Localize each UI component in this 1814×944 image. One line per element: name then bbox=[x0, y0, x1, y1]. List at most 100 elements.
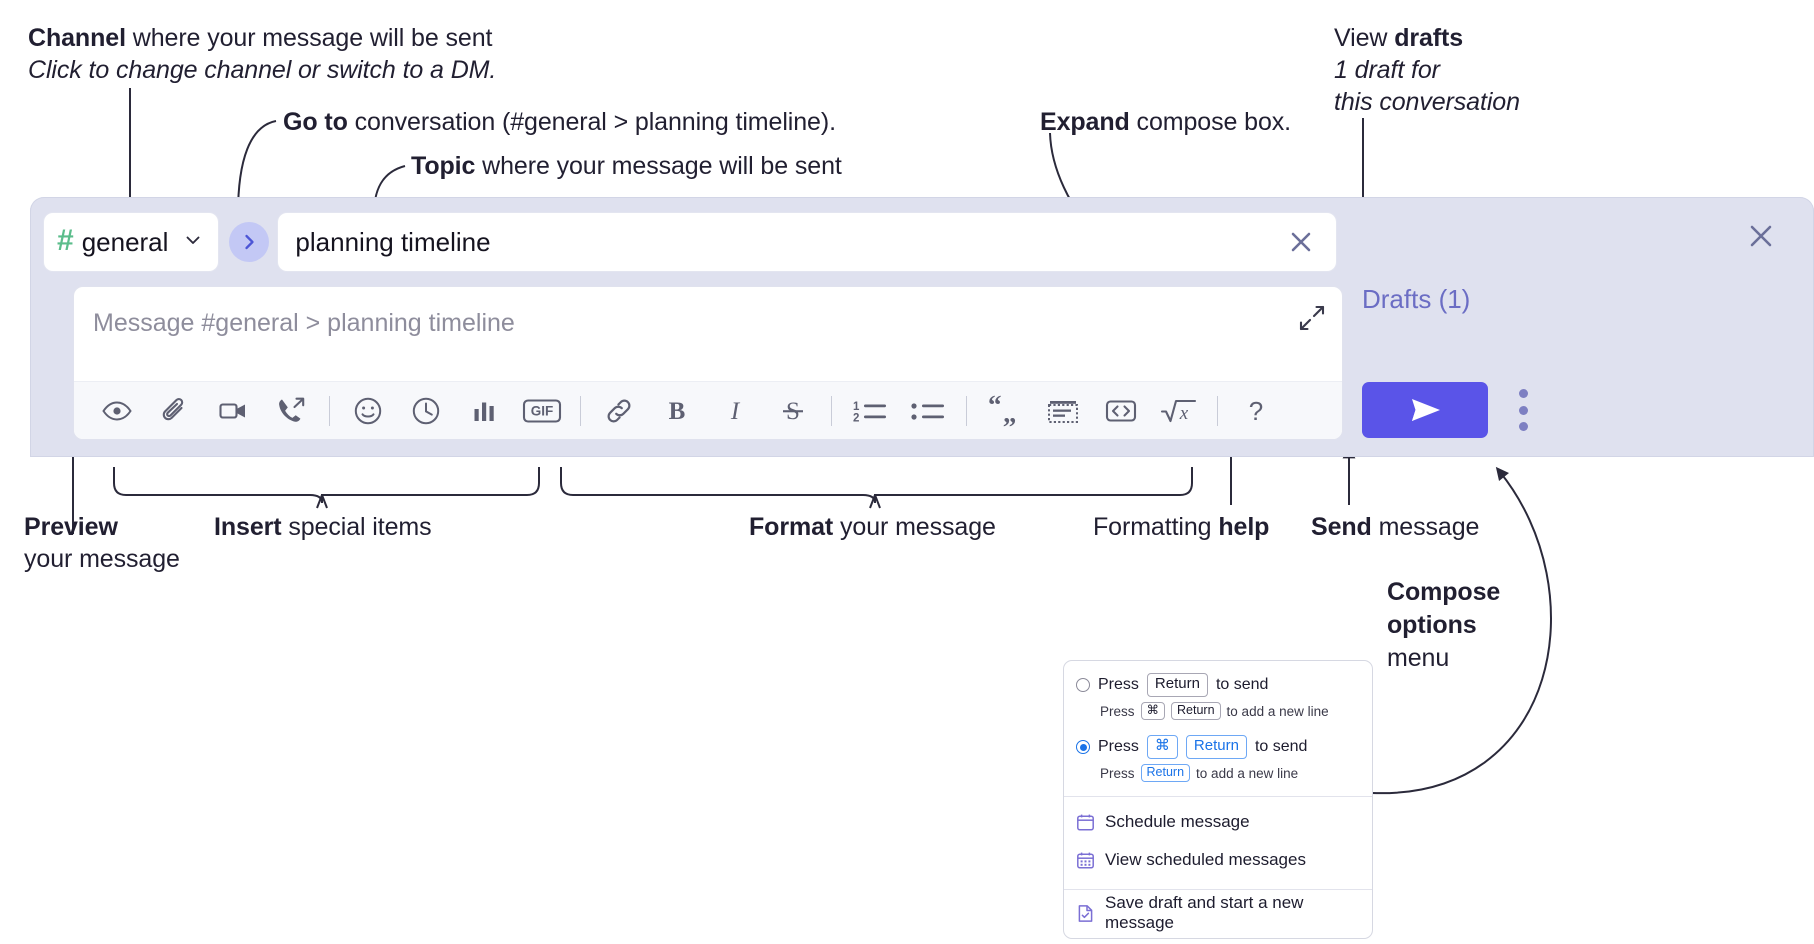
link-icon bbox=[607, 399, 631, 422]
expand-compose-button[interactable] bbox=[1297, 303, 1327, 333]
svg-text:GIF: GIF bbox=[531, 403, 554, 418]
annotation-topic-rest: where your message will be sent bbox=[475, 152, 842, 180]
code-block-icon bbox=[1048, 400, 1078, 423]
gif-icon: GIF bbox=[522, 398, 562, 423]
menu-option2-press: Press bbox=[1098, 738, 1139, 755]
italic-icon: I bbox=[730, 398, 741, 425]
goto-conversation-button[interactable] bbox=[229, 222, 270, 262]
attachment-paperclip-icon bbox=[162, 397, 184, 420]
menu-option2-subpress: Press bbox=[1100, 765, 1135, 781]
annotation-channel: Channel where your message will be sent … bbox=[28, 22, 496, 86]
channel-name-label: general bbox=[81, 226, 169, 257]
svg-text:B: B bbox=[669, 398, 686, 425]
annotation-format: Format your message bbox=[749, 511, 996, 543]
annotation-preview-bold: Preview bbox=[24, 513, 118, 541]
topic-value: planning timeline bbox=[295, 226, 491, 257]
preview-button[interactable] bbox=[88, 382, 146, 440]
annotation-send: Send message bbox=[1311, 511, 1479, 543]
bulleted-list-button[interactable] bbox=[899, 382, 957, 440]
gif-button[interactable]: GIF bbox=[513, 382, 571, 440]
menu-item-label: Schedule message bbox=[1105, 812, 1250, 831]
menu-item-view-scheduled-messages[interactable]: View scheduled messages bbox=[1064, 841, 1372, 879]
blockquote-icon: “ „ bbox=[988, 395, 1017, 427]
link-button[interactable] bbox=[590, 382, 648, 440]
bar-chart-icon bbox=[474, 402, 494, 421]
topic-clear-button[interactable] bbox=[1284, 225, 1318, 259]
menu-item-label: Save draft and start a new message bbox=[1105, 893, 1304, 932]
ordered-list-icon: 1 2 bbox=[853, 401, 886, 424]
menu-item-label: View scheduled messages bbox=[1105, 850, 1306, 869]
inline-code-button[interactable] bbox=[1092, 382, 1150, 440]
menu-radio-cmd-return-to-send[interactable]: Press ⌘ Return to send bbox=[1064, 734, 1372, 760]
annotation-channel-rest: where your message will be sent bbox=[125, 24, 493, 52]
compose-options-button[interactable] bbox=[1509, 389, 1537, 431]
annotation-expand-rest: compose box. bbox=[1129, 108, 1292, 136]
compose-panel: # general planning timeline Message #gen… bbox=[30, 197, 1814, 457]
ordered-list-button[interactable]: 1 2 bbox=[841, 382, 899, 440]
chevron-right-icon bbox=[245, 234, 255, 250]
menu-radio-return-to-send[interactable]: Press Return to send bbox=[1064, 672, 1372, 698]
compose-header-row: # general planning timeline bbox=[44, 213, 1337, 271]
toolbar-divider bbox=[329, 395, 330, 426]
bold-button[interactable]: B bbox=[648, 382, 706, 440]
schedule-button[interactable] bbox=[397, 382, 455, 440]
menu-option1-subpress: Press bbox=[1100, 703, 1135, 719]
annotation-formatting-help-pre: Formatting bbox=[1093, 513, 1219, 541]
key-command: ⌘ bbox=[1146, 735, 1178, 759]
menu-divider bbox=[1064, 889, 1372, 890]
italic-button[interactable]: I bbox=[706, 382, 764, 440]
annotation-drafts-pre: View bbox=[1334, 24, 1395, 52]
key-return: Return bbox=[1171, 701, 1221, 721]
code-block-button[interactable] bbox=[1034, 382, 1092, 440]
menu-item-save-draft[interactable]: Save draft and start a new message bbox=[1064, 893, 1372, 932]
annotation-drafts-sub2: this conversation bbox=[1334, 88, 1520, 116]
menu-option1-subtail: to add a new line bbox=[1226, 703, 1329, 719]
toolbar-divider bbox=[1217, 395, 1218, 426]
emoji-smiley-icon bbox=[354, 397, 382, 424]
annotation-compose-options-bold1: Compose bbox=[1387, 578, 1501, 606]
annotation-channel-bold: Channel bbox=[28, 24, 126, 52]
video-camera-icon bbox=[219, 402, 245, 419]
toolbar-divider bbox=[966, 395, 967, 426]
drafts-link[interactable]: Drafts (1) bbox=[1362, 284, 1471, 314]
blockquote-button[interactable]: “ „ bbox=[976, 382, 1034, 440]
svg-text:„: „ bbox=[1003, 398, 1017, 427]
bulleted-list-icon bbox=[911, 402, 944, 420]
annotation-topic-bold: Topic bbox=[411, 152, 476, 180]
send-paperplane-icon bbox=[1412, 399, 1440, 421]
close-icon bbox=[1292, 232, 1311, 252]
formatting-help-button[interactable]: ? bbox=[1227, 382, 1285, 440]
strikethrough-button[interactable]: S bbox=[764, 382, 822, 440]
annotation-formatting-help: Formatting help bbox=[1093, 511, 1269, 543]
menu-option2-subtext: Press Return to add a new line bbox=[1064, 760, 1372, 786]
annotation-goto: Go to conversation (#general > planning … bbox=[283, 106, 836, 138]
video-clip-button[interactable] bbox=[204, 382, 262, 440]
emoji-button[interactable] bbox=[339, 382, 397, 440]
send-button[interactable] bbox=[1362, 382, 1488, 438]
key-return: Return bbox=[1185, 735, 1247, 759]
close-compose-button[interactable] bbox=[1744, 219, 1778, 253]
menu-option2-tosend: to send bbox=[1254, 738, 1308, 755]
channel-selector[interactable]: # general bbox=[44, 213, 219, 271]
attach-file-button[interactable] bbox=[146, 382, 204, 440]
annotation-insert-rest: special items bbox=[281, 513, 432, 541]
audio-clip-button[interactable] bbox=[262, 382, 320, 440]
menu-divider bbox=[1064, 796, 1372, 797]
menu-option2-subtail: to add a new line bbox=[1196, 765, 1299, 781]
toolbar-divider bbox=[831, 395, 832, 426]
hash-icon: # bbox=[57, 224, 74, 257]
svg-text:2: 2 bbox=[853, 412, 859, 424]
calendar-grid-icon bbox=[1076, 851, 1095, 870]
topic-input[interactable]: planning timeline bbox=[278, 213, 1337, 271]
annotation-compose-options: Compose options menu bbox=[1387, 576, 1500, 675]
svg-text:I: I bbox=[730, 398, 741, 425]
math-button[interactable]: x bbox=[1150, 382, 1208, 440]
annotation-compose-options-rest: menu bbox=[1387, 644, 1450, 672]
key-return: Return bbox=[1140, 763, 1191, 783]
poll-button[interactable] bbox=[455, 382, 513, 440]
message-input-box[interactable]: Message #general > planning timeline bbox=[74, 287, 1342, 439]
menu-item-schedule-message[interactable]: Schedule message bbox=[1064, 803, 1372, 841]
svg-text:?: ? bbox=[1249, 396, 1263, 426]
help-question-icon: ? bbox=[1249, 396, 1263, 426]
